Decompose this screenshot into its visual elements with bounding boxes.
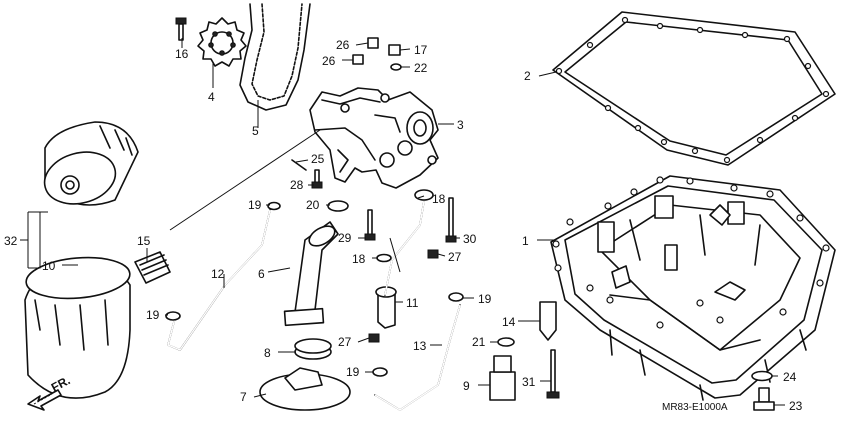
oil-pipe-right — [374, 194, 461, 411]
callout-3: 3 — [457, 118, 464, 132]
callout-18b: 18 — [432, 192, 446, 206]
callout-16: 16 — [175, 47, 189, 61]
oil-pan — [550, 175, 836, 401]
sprocket-bolt — [175, 17, 187, 41]
callout-19c: 19 — [478, 292, 492, 306]
callout-10: 10 — [42, 259, 56, 273]
callout-12: 12 — [211, 267, 225, 281]
callout-6: 6 — [258, 267, 265, 281]
callout-labels: 1 2 3 4 5 6 7 8 9 10 11 12 13 14 15 16 1… — [4, 38, 803, 413]
callout-25: 25 — [311, 152, 325, 166]
callout-11: 11 — [406, 296, 419, 310]
callout-1: 1 — [522, 234, 529, 248]
callout-26a: 26 — [336, 38, 350, 52]
callout-27a: 27 — [448, 250, 462, 264]
callout-24: 24 — [783, 370, 797, 384]
callout-7: 7 — [240, 390, 247, 404]
oil-pump-sprocket — [197, 17, 247, 67]
callout-19a: 19 — [248, 198, 262, 212]
callout-19b: 19 — [146, 308, 160, 322]
callout-29: 29 — [338, 231, 352, 245]
callout-28: 28 — [290, 178, 304, 192]
oil-filter-upper — [43, 121, 139, 206]
callout-17: 17 — [414, 43, 428, 57]
oil-pressure-switch — [489, 355, 516, 401]
callout-20: 20 — [306, 198, 320, 212]
small-pump-parts — [352, 37, 402, 71]
oil-strainer-pipe — [283, 221, 339, 327]
callout-30: 30 — [463, 232, 477, 246]
bolt-29 — [364, 209, 376, 241]
o-rings — [165, 159, 515, 377]
callout-9: 9 — [463, 379, 470, 393]
callout-2: 2 — [524, 69, 531, 83]
oil-pump-drive-chain — [239, 3, 311, 111]
callout-8: 8 — [264, 346, 271, 360]
oil-filter-lower — [24, 256, 131, 399]
oil-pump — [309, 87, 439, 189]
bolt-30 — [445, 197, 457, 243]
diagram-reference-code: MR83-E1000A — [662, 402, 728, 413]
callout-23: 23 — [789, 399, 803, 413]
drain-washer — [751, 370, 773, 382]
pipe-clamp — [539, 301, 557, 341]
callout-4: 4 — [208, 90, 215, 104]
callout-21: 21 — [472, 335, 486, 349]
drain-bolt — [753, 387, 775, 411]
callout-31: 31 — [522, 375, 536, 389]
oil-filter-boss — [134, 251, 171, 284]
bolt-31 — [546, 349, 560, 399]
callout-18a: 18 — [352, 252, 366, 266]
callout-14: 14 — [502, 315, 516, 329]
callout-13: 13 — [413, 339, 427, 353]
pressure-relief-valve — [375, 286, 397, 329]
callout-5: 5 — [252, 124, 259, 138]
callout-15: 15 — [137, 234, 151, 248]
callout-27b: 27 — [338, 335, 352, 349]
callout-22: 22 — [414, 61, 428, 75]
oil-pipe-left — [167, 209, 271, 351]
oil-pan-gasket — [552, 11, 836, 166]
oil-strainer — [259, 367, 351, 411]
callout-19d: 19 — [346, 365, 360, 379]
leader-lines — [20, 38, 785, 406]
strainer-seal — [294, 338, 332, 360]
callout-32: 32 — [4, 234, 18, 248]
callout-26b: 26 — [322, 54, 336, 68]
